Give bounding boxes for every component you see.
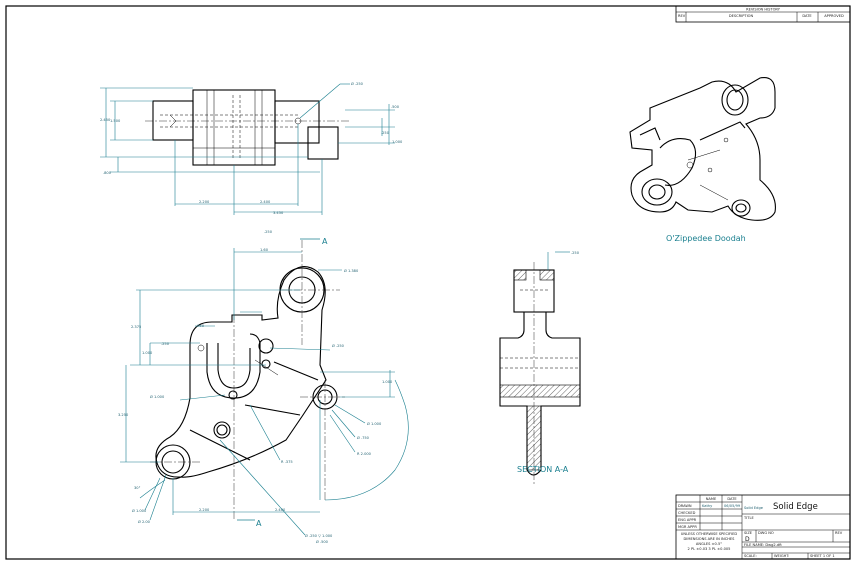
tb-drawn-name: Kathy [702,504,713,508]
dim-top-500: .500 [391,105,400,109]
dim-front-250b: .250 [264,230,273,234]
section-caption: SECTION A-A [517,465,569,474]
dim-front-dia-500: Ø .500 [316,539,329,544]
revision-block: REVISION HISTORY REV DESCRIPTION DATE AP… [675,5,851,23]
tb-scale-label: SCALE: [744,554,757,558]
tb-note-1: UNLESS OTHERWISE SPECIFIED [681,532,738,536]
dim-top-2450: 2.450 [100,118,111,122]
dim-front-dia-200: Ø 2.00 [138,519,151,524]
tb-sheet-label: SHEET 1 OF 1 [810,554,835,558]
dim-front-dia-750: Ø .750 [357,435,370,440]
dim-front-1000b: 1.000 [382,380,393,384]
dim-top-800: .800 [103,171,112,175]
dim-front-3250: 3.250 [118,413,129,417]
sheet-border [5,5,851,560]
dim-front-250: .250 [161,342,170,346]
dim-front-2200: 2.200 [199,508,210,512]
front-view: A A 1.60 Ø 1.380 2.375 [118,230,409,544]
revision-col-date: DATE [802,14,812,18]
dim-front-1380: Ø 1.380 [344,268,359,273]
tb-row-checked: CHECKED [678,511,696,515]
tb-row-eng-appr: ENG APPR [678,518,697,522]
section-mark-bottom: A [256,519,262,528]
tb-rev-label: REV [835,531,843,535]
dim-front-2375: 2.375 [131,325,141,329]
isometric-view: O'Zippedee Doodah [629,77,776,243]
tb-drawn-date: 06/05/99 [724,504,741,508]
dim-front-dia-1000b: Ø 1.000 [367,421,382,426]
dim-front-hole-250: Ø .250 [332,343,345,348]
dim-section-250: .250 [571,251,580,255]
dim-front-dia-1000c: Ø 1.000 [132,508,147,513]
tb-company: Solid Edge [773,502,818,512]
dim-front-angle: 30° [134,486,141,490]
dim-top-2400: 2.400 [260,200,271,204]
tb-row-mgr-appr: MGR APPR [678,525,697,529]
revision-title: REVISION HISTORY [746,8,781,12]
dim-top-250: .250 [381,131,390,135]
section-view: .250 SECTION A-A [499,251,581,485]
tb-company-small: Solid Edge [744,506,764,510]
revision-col-approved: APPROVED [824,14,844,18]
tb-title-label: TITLE [743,516,754,520]
tb-weight-label: WEIGHT: [774,554,789,558]
tb-row-drawn: DRAWN [678,504,692,508]
tb-file-label: FILE NAME: Dwg2.dft [744,543,782,547]
dim-top-2200: 2.200 [199,200,210,204]
dim-front-160: 1.60 [260,248,269,252]
dim-front-1000: 1.000 [142,351,153,355]
section-mark-top: A [322,237,328,246]
revision-col-rev: REV [678,14,686,18]
title-block: NAME DATE DRAWN CHECKED ENG APPR MGR APP… [675,494,851,560]
top-view: Ø .250 .500 .250 1.000 2.450 1.500 .800 … [100,81,403,215]
dim-front-dia-1000: Ø 1.000 [150,394,165,399]
dim-top-1500: 1.500 [110,119,121,123]
dim-front-2400: 2.400 [275,508,286,512]
dim-top-3450: 3.450 [273,211,284,215]
tb-col-date: DATE [727,497,737,501]
tb-size-value: D [745,536,750,543]
tb-note-4: 2 PL ±0.03 3 PL ±0.005 [688,547,731,551]
dim-front-r2000: R 2.000 [357,452,372,456]
dim-front-750: .750 [196,324,205,328]
revision-col-description: DESCRIPTION [729,14,754,18]
dim-front-hole-depth: Ø .250 ▽ 1.000 [305,533,333,538]
tb-size-label: SIZE [744,531,753,535]
tb-col-name: NAME [706,497,717,501]
tb-note-3: ANGLES ±0.5° [696,542,722,546]
dim-top-hole-dia: Ø .250 [351,81,364,86]
dim-top-1000: 1.000 [392,140,403,144]
tb-dwg-label: DWG NO [758,531,774,535]
tb-note-2: DIMENSIONS ARE IN INCHES [684,537,736,541]
iso-caption: O'Zippedee Doodah [666,234,746,243]
dim-front-r375: R .375 [281,460,293,464]
